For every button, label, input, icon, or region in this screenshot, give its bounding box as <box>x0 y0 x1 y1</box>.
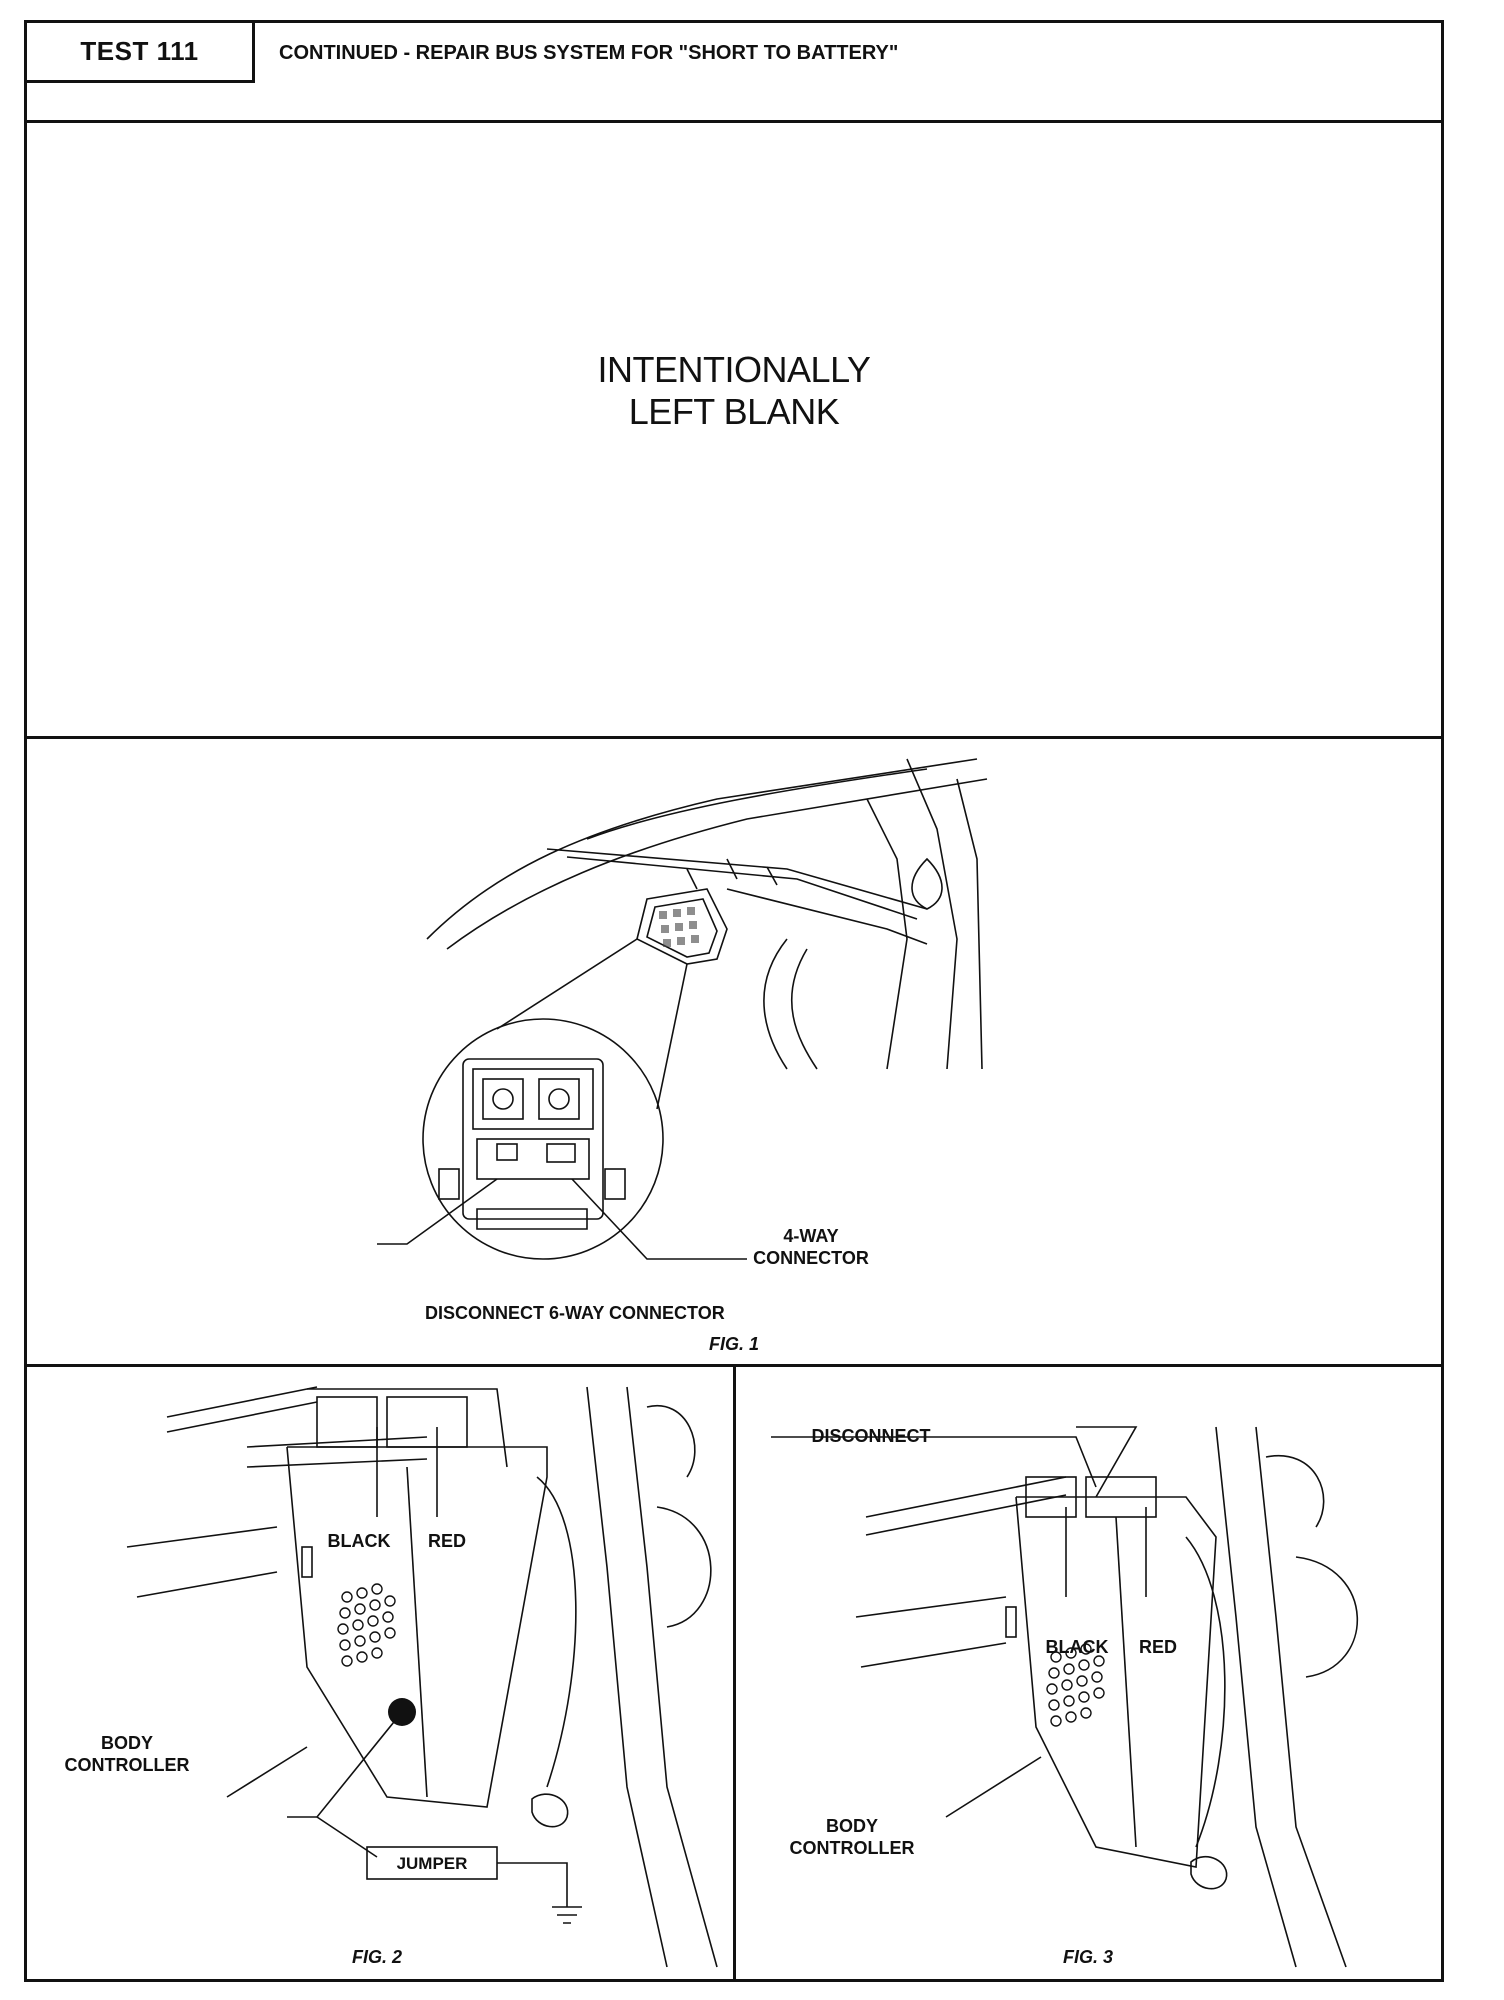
label-4way-line1: 4-WAY <box>783 1226 838 1246</box>
blank-section: INTENTIONALLY LEFT BLANK <box>27 123 1441 739</box>
fig3-label-disconnect: DISCONNECT <box>811 1426 930 1446</box>
page-title: CONTINUED - REPAIR BUS SYSTEM FOR "SHORT… <box>279 41 899 64</box>
fig3-label-red: RED <box>1139 1637 1177 1657</box>
fig2-label-black: BLACK <box>328 1531 391 1551</box>
blank-line-1: INTENTIONALLY <box>597 349 871 390</box>
blank-notice: INTENTIONALLY LEFT BLANK <box>27 349 1441 433</box>
figure-3-caption: FIG. 3 <box>1063 1947 1113 1967</box>
fig3-label-body-2: CONTROLLER <box>790 1838 915 1858</box>
fig2-label-jumper: JUMPER <box>397 1854 468 1873</box>
figure-1-caption: FIG. 1 <box>709 1334 759 1354</box>
figure-3-illustration: DISCONNECT BLACK RED BODY CONTROLLER FIG… <box>771 1426 1359 1968</box>
figure-divider <box>733 1367 736 1979</box>
header: TEST 111 CONTINUED - REPAIR BUS SYSTEM F… <box>27 23 1441 123</box>
figure-2-illustration: BLACK RED BODY CONTROLLER JUMPER FIG. 2 <box>65 1386 718 1968</box>
fig3-label-body-1: BODY <box>826 1816 878 1836</box>
fig2-label-red: RED <box>428 1531 466 1551</box>
fig3-label-black: BLACK <box>1046 1637 1109 1657</box>
fig2-label-body-1: BODY <box>101 1733 153 1753</box>
figures-2-3-section: BLACK RED BODY CONTROLLER JUMPER FIG. 2 <box>27 1367 1441 1979</box>
label-4way-line2: CONNECTOR <box>753 1248 869 1268</box>
figure-1-section: 4-WAY CONNECTOR DISCONNECT 6-WAY CONNECT… <box>27 739 1441 1367</box>
figure-1-illustration: 4-WAY CONNECTOR DISCONNECT 6-WAY CONNECT… <box>377 758 988 1354</box>
blank-line-2: LEFT BLANK <box>628 391 840 432</box>
test-number: TEST 111 <box>27 23 255 83</box>
page-frame: TEST 111 CONTINUED - REPAIR BUS SYSTEM F… <box>24 20 1444 1982</box>
figure-2-caption: FIG. 2 <box>352 1947 402 1967</box>
label-disconnect-6way: DISCONNECT 6-WAY CONNECTOR <box>425 1303 725 1323</box>
fig2-label-body-2: CONTROLLER <box>65 1755 190 1775</box>
